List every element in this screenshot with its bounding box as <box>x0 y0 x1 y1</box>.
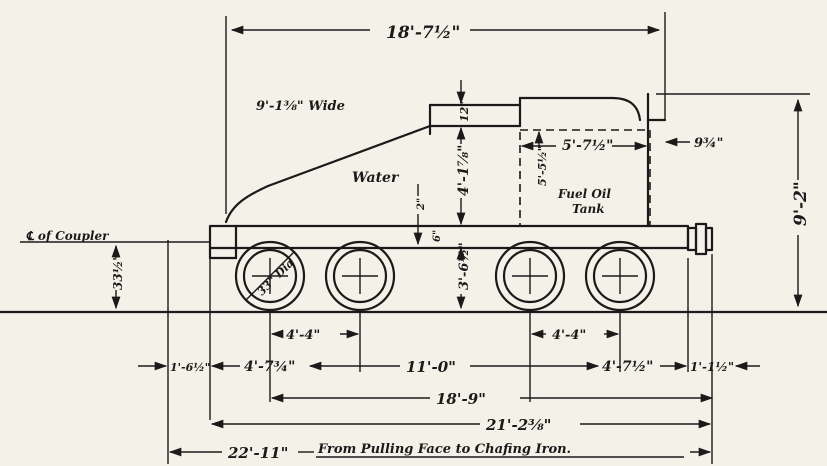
label-overall-top: 18'-7½" <box>386 23 460 43</box>
label-frame-2: 2" <box>416 198 427 211</box>
label-truck-center: 11'-0" <box>406 358 456 376</box>
label-total-wheelbase: 18'-9" <box>436 390 486 408</box>
label-fuel-oil: Fuel Oil <box>557 187 611 201</box>
label-frame-length: 21'-2⅜" <box>485 416 551 434</box>
label-lead-to-axle: 4'-7¾" <box>244 359 295 375</box>
wheel-3 <box>494 240 566 312</box>
wheels <box>234 240 656 312</box>
label-height-total: 9'-2" <box>791 181 811 226</box>
label-frame-6: 6" <box>432 230 443 242</box>
label-fuel-length: 5'-7½" <box>562 138 613 154</box>
label-overall-length: 22'-11" <box>227 444 288 462</box>
wheel-4 <box>584 240 656 312</box>
dimension-lines <box>20 12 810 464</box>
label-coupler-height: 33½" <box>111 255 125 290</box>
wheel-2 <box>324 240 396 312</box>
label-coupler: ℄ of Coupler <box>26 229 110 243</box>
label-tank-width: 9'-1⅜" Wide <box>256 99 345 114</box>
label-wheelbase-rear: 4'-4" <box>552 328 586 343</box>
label-tank: Tank <box>572 202 605 216</box>
label-rear-to-axle: 4'-7½" <box>602 359 653 375</box>
label-deck-height: 3'-6½" <box>457 242 472 290</box>
tender-body <box>208 92 714 260</box>
label-tank-height: 4'-1⅞" <box>456 145 472 196</box>
label-water: Water <box>352 170 400 186</box>
label-rear-overhang: 1'-1½" <box>690 360 734 374</box>
label-front-overhang: 1'-6½" <box>170 361 210 374</box>
label-coal-top: 12" <box>458 101 471 122</box>
label-wheelbase-front: 4'-4" <box>286 328 320 343</box>
dimension-labels: 18'-7½" 9'-1⅜" Wide Water Fuel Oil Tank … <box>26 23 811 462</box>
label-pulling-face-note: From Pulling Face to Chafing Iron. <box>317 442 571 457</box>
label-fuel-height: 5'-5½" <box>536 146 549 186</box>
label-rear-offset: 9¾" <box>694 136 723 151</box>
